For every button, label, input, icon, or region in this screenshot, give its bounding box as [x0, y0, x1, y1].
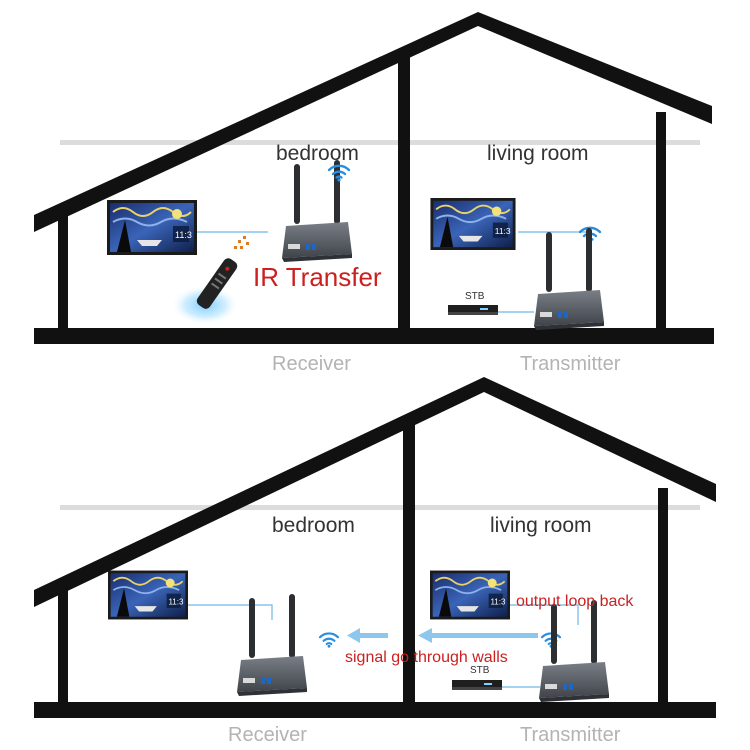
top-stb — [448, 305, 498, 315]
bottom-living-room-label: living room — [490, 514, 592, 537]
top-bedroom-label: bedroom — [276, 142, 359, 165]
output-loop-back-label: output loop back — [516, 593, 634, 610]
bottom-receiver-label: Receiver — [228, 724, 307, 746]
top-bedroom-tv — [106, 199, 198, 256]
top-living-room-label: living room — [487, 142, 589, 165]
signal-label: signal go through walls — [345, 649, 508, 666]
bottom-living-tv — [429, 569, 511, 621]
remote-control-icon — [171, 236, 249, 325]
signal-arrow — [347, 628, 538, 643]
top-living-tv — [429, 197, 517, 251]
ir-transfer-label: IR Transfer — [253, 262, 382, 292]
top-transmitter-label: Transmitter — [520, 353, 621, 375]
top-transmitter-box — [534, 228, 604, 330]
bottom-transmitter-label: Transmitter — [520, 724, 621, 746]
bottom-transmitter-box — [539, 600, 609, 702]
bottom-stb — [452, 680, 502, 690]
bottom-bedroom-tv — [107, 569, 189, 621]
top-receiver-label: Receiver — [272, 353, 351, 375]
wifi-icon — [318, 632, 340, 649]
bottom-bedroom-label: bedroom — [272, 514, 355, 537]
top-receiver-box — [282, 160, 352, 262]
top-house — [34, 12, 714, 344]
top-stb-label: STB — [465, 291, 485, 302]
bottom-house — [34, 377, 716, 718]
bottom-stb-label: STB — [470, 665, 490, 676]
